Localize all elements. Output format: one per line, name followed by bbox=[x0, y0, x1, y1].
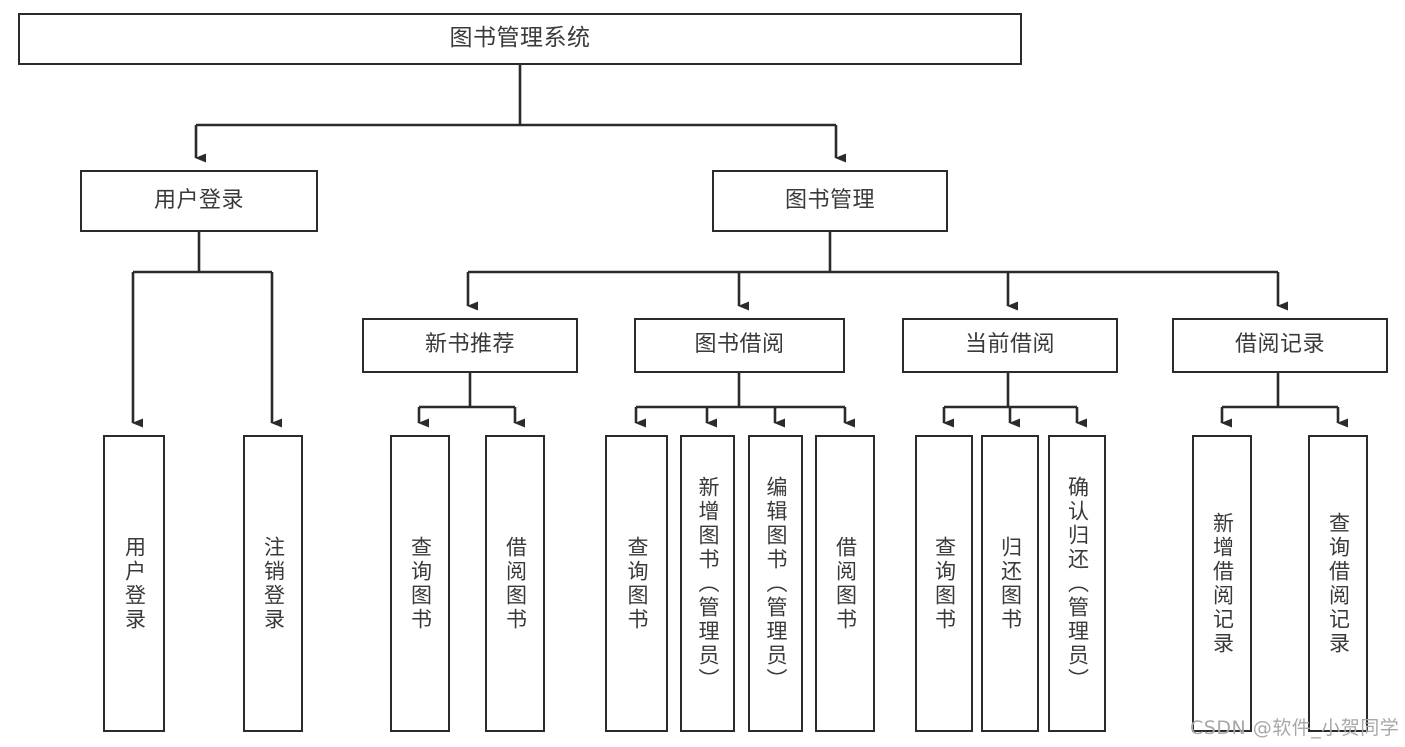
node-root-label: 图书管理系统 bbox=[449, 25, 591, 52]
node-leaf-user-logout-label: 注销登录 bbox=[261, 535, 286, 632]
node-leaf-query-book-1[interactable]: 查询图书 bbox=[390, 435, 450, 732]
node-leaf-add-record[interactable]: 新增借阅记录 bbox=[1192, 435, 1252, 732]
node-leaf-query-record-label: 查询借阅记录 bbox=[1326, 511, 1351, 656]
node-leaf-confirm-return-label: 确认归还（管理员） bbox=[1065, 475, 1090, 692]
node-leaf-user-logout[interactable]: 注销登录 bbox=[243, 435, 303, 732]
node-leaf-query-book-2-label: 查询图书 bbox=[625, 535, 649, 632]
node-leaf-borrow-book-2[interactable]: 借阅图书 bbox=[815, 435, 875, 732]
node-book-management-label: 图书管理 bbox=[784, 187, 875, 213]
node-leaf-user-login[interactable]: 用户登录 bbox=[103, 435, 165, 732]
node-book-borrow-label: 图书借阅 bbox=[694, 332, 785, 358]
node-leaf-confirm-return[interactable]: 确认归还（管理员） bbox=[1048, 435, 1106, 732]
node-leaf-query-book-2[interactable]: 查询图书 bbox=[605, 435, 668, 732]
node-user-login-label: 用户登录 bbox=[153, 187, 244, 213]
node-leaf-edit-book[interactable]: 编辑图书（管理员） bbox=[748, 435, 803, 732]
node-leaf-add-book-label: 新增图书（管理员） bbox=[696, 475, 720, 692]
node-leaf-query-book-3-label: 查询图书 bbox=[932, 535, 957, 632]
node-leaf-add-book[interactable]: 新增图书（管理员） bbox=[680, 435, 735, 732]
node-borrow-record[interactable]: 借阅记录 bbox=[1172, 318, 1388, 373]
node-borrow-record-label: 借阅记录 bbox=[1234, 332, 1325, 358]
node-leaf-query-book-1-label: 查询图书 bbox=[408, 535, 433, 632]
node-root[interactable]: 图书管理系统 bbox=[18, 13, 1022, 65]
node-leaf-query-book-3[interactable]: 查询图书 bbox=[915, 435, 973, 732]
node-leaf-user-login-label: 用户登录 bbox=[122, 535, 147, 632]
node-new-book-recommend[interactable]: 新书推荐 bbox=[362, 318, 578, 373]
node-book-management[interactable]: 图书管理 bbox=[712, 170, 948, 232]
node-book-borrow[interactable]: 图书借阅 bbox=[634, 318, 845, 373]
node-user-login[interactable]: 用户登录 bbox=[80, 170, 318, 232]
node-leaf-borrow-book-2-label: 借阅图书 bbox=[833, 535, 858, 632]
node-current-borrow[interactable]: 当前借阅 bbox=[902, 318, 1118, 373]
node-leaf-borrow-book-1-label: 借阅图书 bbox=[503, 535, 528, 632]
node-leaf-borrow-book-1[interactable]: 借阅图书 bbox=[485, 435, 545, 732]
watermark: CSDN @软件_小贺同学 bbox=[1190, 717, 1400, 739]
node-current-borrow-label: 当前借阅 bbox=[964, 332, 1055, 358]
node-leaf-add-record-label: 新增借阅记录 bbox=[1210, 511, 1235, 656]
node-leaf-return-book-label: 归还图书 bbox=[998, 535, 1023, 632]
node-leaf-edit-book-label: 编辑图书（管理员） bbox=[764, 475, 788, 692]
node-leaf-query-record[interactable]: 查询借阅记录 bbox=[1308, 435, 1368, 732]
node-new-book-recommend-label: 新书推荐 bbox=[424, 332, 515, 358]
node-leaf-return-book[interactable]: 归还图书 bbox=[981, 435, 1039, 732]
